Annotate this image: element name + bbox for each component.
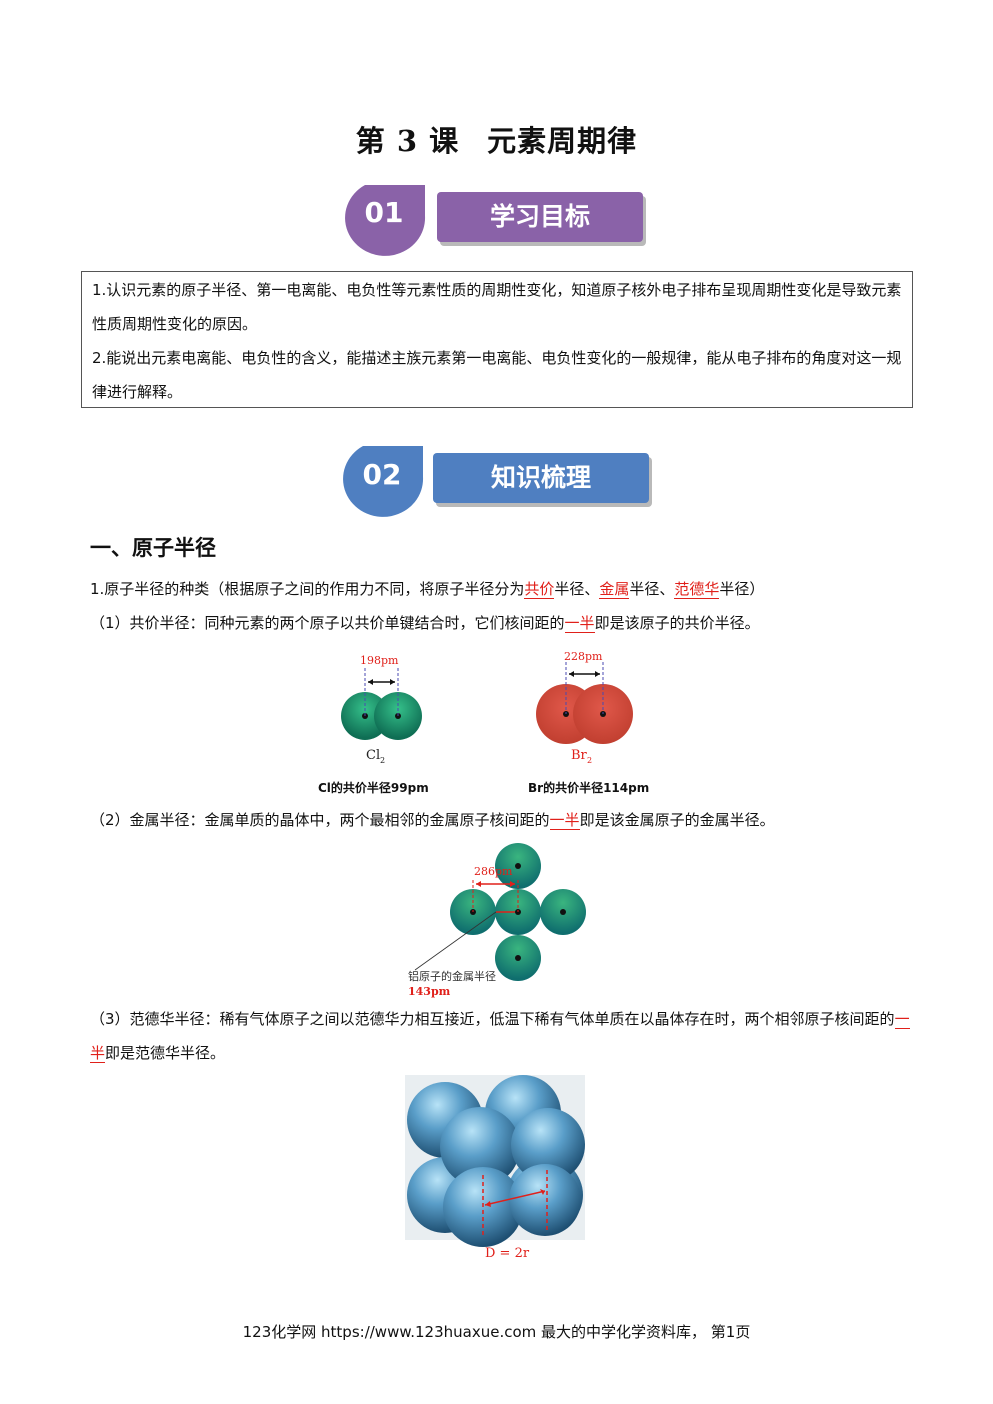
badge-number: 02 [362, 458, 402, 491]
vdw-crystal-figure: D = 2r [405, 1075, 585, 1261]
badge-label: 学习目标 [437, 192, 643, 242]
paragraph-radius-types: 1.原子半径的种类（根据原子之间的作用力不同，将原子半径分为共价半径、金属半径、… [90, 580, 765, 599]
br2-distance-label: 228pm [564, 650, 603, 663]
answer-blank: 共价 [524, 580, 555, 599]
al-radius-value: 143pm [408, 985, 451, 998]
cl2-subscript: 2 [380, 756, 385, 765]
cl2-formula: Cl [366, 748, 380, 763]
badge-number-shape [343, 446, 424, 517]
page-footer: 123化学网 https://www.123huaxue.com 最大的中学化学… [242, 1323, 751, 1341]
lesson-number: 第 3 课 [355, 124, 460, 158]
paragraph-metallic-radius: （2）金属半径：金属单质的晶体中，两个最相邻的金属原子核间距的一半即是该金属原子… [90, 811, 775, 830]
paragraph-vdw-radius: （3）范德华半径：稀有气体原子之间以范德华力相互接近，低温下稀有气体单质在以晶体… [90, 1010, 910, 1063]
br-caption: Br的共价半径114pm [528, 781, 650, 795]
objective-item: 2.能说出元素电离能、电负性的含义，能描述主族元素第一电离能、电负性变化的一般规… [92, 349, 902, 401]
section-badge-objectives: 01 学习目标 [343, 180, 648, 260]
badge-number-shape [345, 185, 426, 256]
objective-item: 1.认识元素的原子半径、第一电离能、电负性等元素性质的周期性变化，知道原子核外电… [92, 281, 902, 333]
badge-number: 01 [364, 196, 404, 229]
cl2-distance-label: 198pm [360, 654, 399, 667]
br2-subscript: 2 [587, 756, 592, 765]
aluminium-lattice-figure: 286pm 铝原子的金属半径 143pm [408, 843, 586, 998]
answer-blank: 金属 [599, 580, 630, 599]
answer-blank: 一半 [90, 1010, 910, 1063]
section-badge-knowledge: 02 知识梳理 [341, 441, 653, 523]
answer-blank: 一半 [549, 811, 580, 830]
badge-label: 知识梳理 [433, 453, 649, 503]
page-title: 第 3 课元素周期律 [0, 118, 993, 160]
br2-formula: Br [571, 748, 588, 763]
answer-blank: 一半 [564, 614, 595, 633]
answer-blank: 范德华 [674, 580, 720, 599]
cl2-molecule-figure: 198pm Cl 2 [341, 654, 422, 765]
paragraph-covalent-radius: （1）共价半径：同种元素的两个原子以共价单键结合时，它们核间距的一半即是该原子的… [90, 614, 760, 633]
al-caption: 铝原子的金属半径 [408, 969, 496, 983]
al-distance-label: 286pm [474, 865, 513, 878]
vdw-formula: D = 2r [485, 1246, 530, 1261]
objectives-box: 1.认识元素的原子半径、第一电离能、电负性等元素性质的周期性变化，知道原子核外电… [81, 271, 913, 408]
section-heading: 一、原子半径 [90, 536, 216, 560]
cl-caption: Cl的共价半径99pm [318, 781, 429, 795]
br2-molecule-figure: 228pm Br 2 [536, 650, 633, 765]
lesson-topic: 元素周期律 [487, 124, 638, 158]
